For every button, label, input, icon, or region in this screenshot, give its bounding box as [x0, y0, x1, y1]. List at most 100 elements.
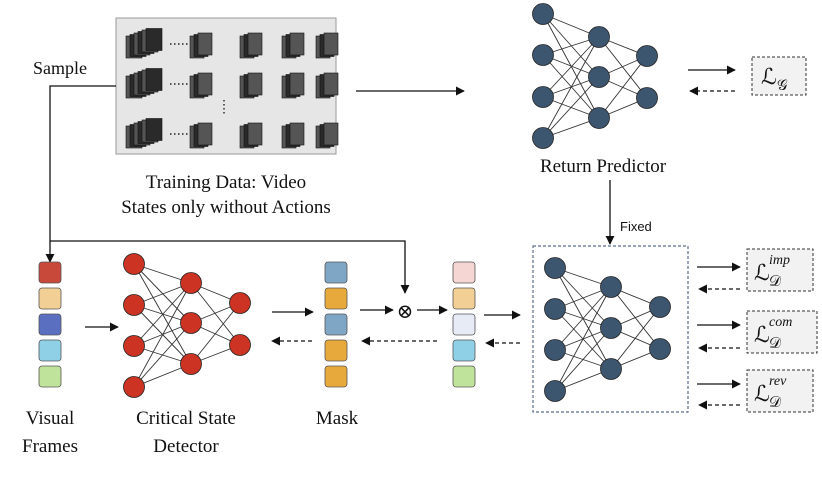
network-node: [636, 45, 658, 67]
stack-token: [38, 365, 62, 388]
network-node: [229, 334, 251, 356]
network-edge: [133, 263, 192, 324]
loss-com-subscript: 𝒟: [769, 336, 781, 352]
critical-state-detector-label-line1: Critical State: [136, 408, 236, 429]
network-node: [180, 312, 202, 334]
loss-g-box: ℒ𝒢: [751, 56, 807, 96]
return-predictor-label: Return Predictor: [540, 156, 667, 177]
network-node: [532, 3, 554, 25]
masked-frames-stack: [452, 261, 476, 388]
network-node: [544, 380, 566, 402]
video-frame-thumb: [145, 68, 163, 91]
loss-g-base: ℒ: [761, 64, 777, 89]
multiply-icon: ⊗: [397, 301, 414, 323]
network-node: [588, 107, 610, 129]
video-frame-thumb: [289, 72, 305, 96]
video-frame-thumb: [289, 32, 305, 56]
video-frame-thumb: [289, 122, 305, 146]
network-edge: [554, 327, 612, 392]
network-node: [532, 86, 554, 108]
network-node: [588, 66, 610, 88]
network-edge: [542, 76, 600, 139]
video-frame-thumb: [323, 72, 339, 96]
stack-token: [324, 313, 348, 336]
network-node: [600, 276, 622, 298]
network-node: [532, 127, 554, 149]
training-data-label-line1: Training Data: Video: [146, 172, 306, 193]
network-node: [636, 87, 658, 109]
network-node: [123, 253, 145, 275]
stack-token: [324, 287, 348, 310]
video-frame-thumbnails: [125, 28, 339, 149]
loss-imp-base: ℒ: [754, 260, 770, 285]
svg-text:ℒ𝒟com: ℒ𝒟com: [754, 315, 792, 352]
training-data-panel: [115, 17, 339, 155]
video-frame-thumb: [145, 28, 163, 51]
loss-rev-box: ℒ𝒟rev: [746, 369, 814, 413]
network-edge: [554, 286, 612, 351]
network-node: [600, 317, 622, 339]
video-frame-thumb: [197, 72, 213, 96]
loss-rev-superscript: rev: [769, 374, 787, 389]
stack-token: [38, 313, 62, 336]
mask-stack: [324, 261, 348, 388]
video-frame-thumb: [247, 32, 263, 56]
stack-token: [38, 287, 62, 310]
network-node: [649, 296, 671, 318]
network-edge: [542, 54, 600, 119]
network-edge: [542, 13, 600, 78]
stack-token: [324, 261, 348, 284]
network-node: [588, 26, 610, 48]
critical-state-detector-label-line2: Detector: [153, 436, 219, 457]
loss-rev-subscript: 𝒟: [769, 395, 781, 411]
frames-label: Frames: [22, 436, 78, 457]
network-node: [123, 335, 145, 357]
network-edge: [190, 302, 241, 365]
video-frame-thumb: [247, 72, 263, 96]
video-frame-thumb: [145, 118, 163, 141]
mask-label: Mask: [316, 408, 359, 429]
network-node: [544, 339, 566, 361]
video-frame-thumb: [197, 32, 213, 56]
loss-imp-subscript: 𝒟: [769, 274, 781, 290]
stack-token: [452, 365, 476, 388]
svg-text:ℒ𝒟imp: ℒ𝒟imp: [754, 253, 790, 290]
training-data-label-line2: States only without Actions: [121, 197, 331, 218]
stack-token: [452, 287, 476, 310]
network-edge: [133, 282, 192, 347]
network-node: [229, 292, 251, 314]
network-edge: [133, 322, 192, 388]
fixed-return-predictor-network: [544, 257, 671, 402]
network-edge: [598, 36, 648, 99]
network-node: [123, 294, 145, 316]
svg-text:ℒ𝒟rev: ℒ𝒟rev: [754, 374, 787, 411]
loss-imp-box: ℒ𝒟imp: [746, 248, 814, 292]
network-node: [544, 298, 566, 320]
network-edge: [133, 282, 192, 388]
loss-com-superscript: com: [769, 315, 792, 330]
loss-com-base: ℒ: [754, 322, 770, 347]
stack-token: [38, 261, 62, 284]
network-edge: [542, 36, 600, 98]
network-node: [180, 353, 202, 375]
network-node: [123, 376, 145, 398]
fixed-label: Fixed: [620, 219, 652, 234]
network-node: [532, 44, 554, 66]
network-edge: [554, 286, 612, 392]
video-frame-thumb: [197, 122, 213, 146]
loss-g-subscript: 𝒢: [777, 78, 788, 94]
network-node: [544, 257, 566, 279]
visual-label: Visual: [26, 408, 74, 429]
network-edge: [190, 282, 241, 346]
stack-token: [324, 365, 348, 388]
network-edge: [610, 306, 661, 370]
connectors: [45, 65, 741, 410]
fixed-predictor-box: [532, 245, 689, 413]
stack-token: [324, 339, 348, 362]
network-edge: [542, 36, 600, 139]
stack-token: [452, 339, 476, 362]
loss-imp-superscript: imp: [769, 253, 790, 268]
video-frame-thumb: [247, 122, 263, 146]
sample-label: Sample: [33, 58, 87, 78]
